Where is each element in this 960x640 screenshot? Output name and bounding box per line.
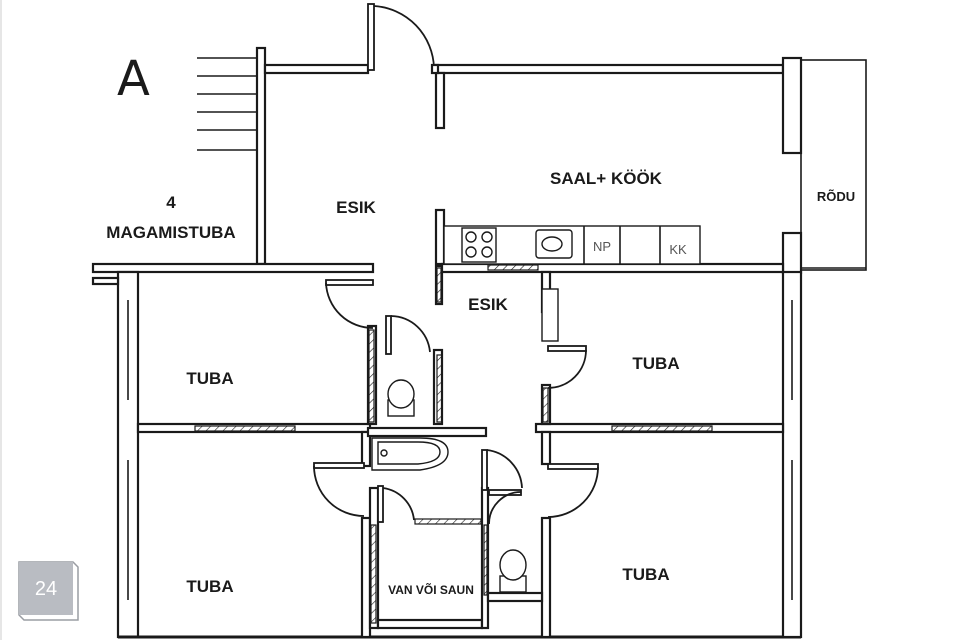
entrance-door-icon	[367, 3, 440, 75]
toilet-upper-icon	[387, 379, 415, 417]
door-tuba-top-left-icon	[325, 279, 374, 329]
label-bath-sauna: VAN VÕI SAUN	[388, 582, 474, 597]
door-tuba-bottom-left-icon	[313, 462, 365, 517]
page-number-badge: 24	[18, 561, 79, 621]
label-room-bottom-left: TUBA	[186, 577, 233, 596]
door-tuba-top-right-icon	[547, 345, 587, 389]
label-living-kitchen: SAAL+ KÖÖK	[550, 169, 663, 188]
door-hall-lower-icon	[481, 449, 523, 491]
staircase	[197, 57, 257, 151]
kitchen-counter: NP KK	[443, 225, 701, 265]
room-labels: SAAL+ KÖÖK ESIK ESIK RÕDU TUBA TUBA TUBA…	[186, 169, 855, 597]
bathtub-icon	[366, 426, 488, 471]
door-wc-lower-icon	[488, 489, 522, 525]
dishwasher-label: NP	[593, 239, 611, 254]
label-balcony: RÕDU	[817, 189, 855, 204]
page-number: 24	[35, 578, 57, 600]
walls	[91, 46, 867, 639]
door-tuba-bottom-right-icon	[547, 463, 599, 518]
fridge-label: KK	[669, 242, 687, 257]
stove-icon	[461, 227, 497, 263]
badge-fill	[19, 562, 73, 615]
wardrobe	[541, 288, 559, 342]
sink-icon	[535, 229, 573, 259]
label-hall-central: ESIK	[468, 295, 508, 314]
label-room-top-right: TUBA	[632, 354, 679, 373]
windows	[127, 300, 793, 600]
label-room-top-left: TUBA	[186, 369, 233, 388]
door-bath-icon	[377, 485, 415, 523]
toilet-lower-icon	[499, 549, 527, 593]
room-count-label: MAGAMISTUBA	[106, 223, 235, 242]
label-hall-upper: ESIK	[336, 198, 376, 217]
doors	[313, 3, 599, 525]
label-room-bottom-right: TUBA	[622, 565, 669, 584]
room-count: 4	[166, 193, 176, 212]
hatched-walls	[194, 264, 713, 624]
door-wc-upper-icon	[385, 315, 431, 355]
block-letter: A	[117, 51, 150, 107]
